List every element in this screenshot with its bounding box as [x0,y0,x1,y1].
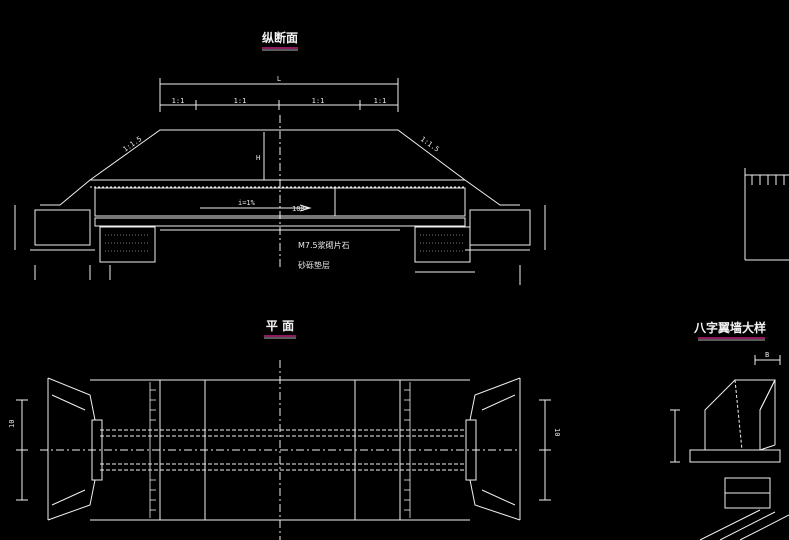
section-view: 纵断面 L 1:1 1:1 1:1 1:1 1:1.5 1:1.5 H [14,30,546,285]
flow-label: i=1% [238,199,256,207]
plan-dim-b: 10 [553,428,561,436]
embankment-outline: 1:1.5 1:1.5 H [89,129,466,188]
dim-seg-4: 1:1 [374,97,387,105]
left-wingwalls-plan [47,377,103,521]
wing-dim: B [765,351,769,359]
top-dimension: L 1:1 1:1 1:1 1:1 [159,75,399,112]
plan-view: 平 面 [8,319,561,540]
plan-dim-a: 10 [8,420,16,428]
wingwall-partial-elevation [744,168,789,261]
dim-seg-1: 1:1 [172,97,185,105]
foundation-note-b: 砂砾垫层 [298,260,330,270]
plan-tick-scales [149,382,411,518]
wingwall-detail: 八字翼墙大样 B [670,168,789,540]
culvert-barrel: i=1% 100 [94,187,466,231]
bottom-dimensions [34,265,521,285]
wingwall-isometric: B [670,351,781,463]
foundation-note-a: M7.5浆砌片石 [298,240,350,250]
plan-title: 平 面 [266,319,294,333]
plan-side-dimensions: 10 10 [8,399,561,501]
span-label: 100 [292,205,305,213]
height-mark: H [256,154,260,162]
wingwall-bottom-detail [699,477,789,540]
end-walls [14,179,546,251]
section-title: 纵断面 [262,30,298,45]
wingwall-title: 八字翼墙大样 [693,320,766,335]
dim-total: L [277,75,281,83]
dim-seg-3: 1:1 [312,97,325,105]
right-wingwalls-plan [465,377,521,521]
culvert-pipes-plan [100,429,465,471]
dim-seg-2: 1:1 [234,97,247,105]
